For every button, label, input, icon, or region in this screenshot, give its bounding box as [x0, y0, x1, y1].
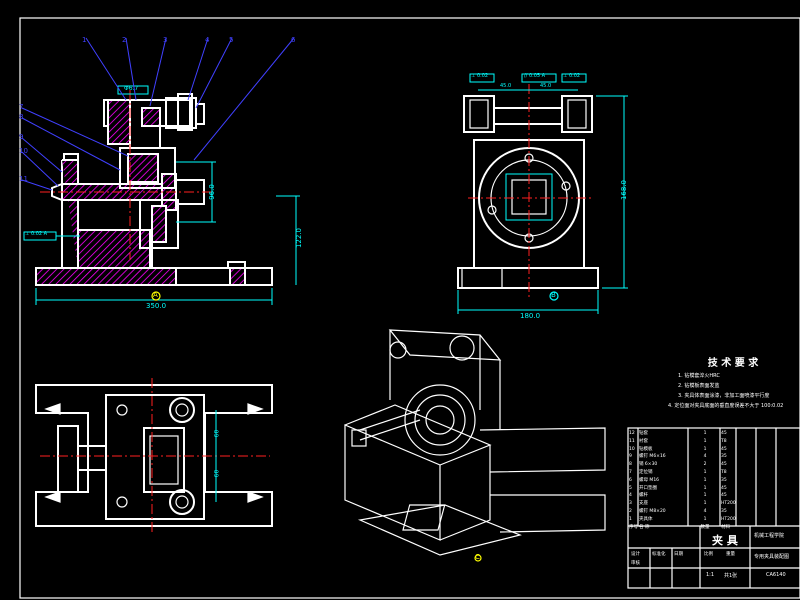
front-tol-top: Φ6.7 — [124, 85, 139, 92]
iso-view — [344, 329, 606, 562]
front-view — [21, 37, 300, 305]
leader-number: 8 — [19, 113, 24, 121]
title-block-sign: 审核 — [631, 561, 640, 566]
leader-number: 6 — [291, 36, 296, 44]
title-block-drawing-no: CA6140 — [766, 572, 786, 578]
title-block-sign: 比例 — [704, 552, 713, 557]
title-block-sign: 重量 — [726, 552, 735, 557]
title-block-total: 共1张 — [724, 573, 738, 579]
leader-number: 5 — [229, 36, 234, 44]
leader-number: 10 — [19, 147, 28, 155]
leader-number: 3 — [163, 36, 168, 44]
drawing-frame — [19, 17, 800, 599]
title-block-sign: 日期 — [674, 552, 683, 557]
title-block-title: 夹 具 — [712, 534, 738, 547]
title-block-sign: 标准化 — [652, 552, 666, 557]
side-dim-width: 180.0 — [520, 312, 541, 320]
leader-number: 1 — [82, 36, 87, 44]
side-datum: B — [551, 291, 556, 299]
front-dim-shaft-height: 96.0 — [207, 184, 216, 200]
title-block-scale: 1:1 — [706, 572, 715, 578]
notes-item: 3. 夹具体表面涂漆，非加工面喷漆平行度 — [678, 393, 770, 399]
title-block-company: 机械工程学院 — [754, 533, 785, 539]
side-view — [457, 73, 628, 314]
base-hatch-right — [229, 267, 246, 286]
side-dim-height: 168.0 — [620, 179, 629, 201]
notes-item: 2. 钻模板表面发蓝 — [678, 383, 720, 389]
side-dim-top-b: 45.0 — [540, 83, 552, 89]
leader-number: 2 — [122, 36, 127, 44]
upright-hatch — [77, 229, 151, 269]
side-dim-top-a: 45.0 — [500, 83, 512, 89]
tol-frame-top — [117, 85, 149, 95]
notes-item: 1. 钻模套淬火HRC — [678, 373, 720, 379]
leader-number: 11 — [19, 175, 28, 183]
plan-dim-a: 60 — [213, 429, 221, 438]
parts-header: 序号名 称数量材料 — [629, 524, 730, 530]
plan-dim-b: 60 — [213, 469, 221, 478]
side-tol-mid: // 0.05 A — [524, 73, 546, 79]
plan-outline — [35, 384, 273, 527]
side-tol-right: ⊥ 0.02 — [563, 73, 581, 79]
front-dim-base-height: 122.0 — [295, 227, 304, 249]
front-tol-left: ⊥ 0.02 A — [25, 231, 48, 237]
technical-notes: 技 术 要 求 1. 钻模套淬火HRC 2. 钻模板表面发蓝 3. 夹具体表面涂… — [648, 354, 798, 409]
front-dim-width: 350.0 — [146, 302, 167, 310]
leader-number: 4 — [205, 36, 210, 44]
title-block-sign: 设计 — [631, 552, 640, 557]
title-block-sheet: 专用夹具装配图 — [754, 554, 790, 560]
iso-marker: C — [475, 553, 480, 561]
leader-number: 9 — [19, 133, 24, 141]
plan-view — [35, 378, 273, 532]
leader-number: 7 — [19, 103, 24, 111]
side-tol-left: ⊥ 0.02 — [471, 73, 489, 79]
notes-heading: 技 术 要 求 — [707, 358, 759, 369]
side-crossbar — [493, 107, 563, 125]
front-datum: A — [153, 291, 158, 299]
title-block — [627, 427, 800, 589]
notes-item: 4. 定位面对夹具底面的垂直度误差不大于 100:0.02 — [668, 403, 784, 409]
